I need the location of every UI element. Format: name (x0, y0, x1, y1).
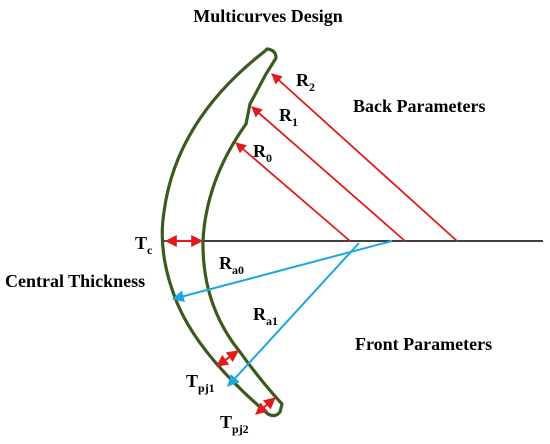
r2-line (271, 73, 458, 242)
r2-label: R2 (296, 70, 315, 94)
r0-label: R0 (253, 141, 272, 165)
r0-line (235, 142, 351, 242)
tpj1-arrow (216, 350, 239, 367)
tpj2-arrow (255, 397, 276, 415)
tpj1-label: Tpj1 (186, 371, 215, 395)
lens-outline (160, 47, 284, 418)
central-thickness-label: Central Thickness (5, 271, 145, 291)
tpj2-label: Tpj2 (220, 412, 249, 436)
ra1-line (227, 242, 360, 387)
r1-line (251, 106, 406, 242)
back-parameters-label: Back Parameters (353, 96, 485, 116)
ra1-label: Ra1 (253, 304, 278, 328)
tc-label: Tc (135, 233, 153, 257)
r1-label: R1 (279, 105, 298, 129)
ra0-label: Ra0 (219, 253, 244, 277)
ra0-line (171, 240, 393, 303)
front-parameters-label: Front Parameters (355, 334, 492, 354)
diagram-title: Multicurves Design (193, 6, 342, 26)
